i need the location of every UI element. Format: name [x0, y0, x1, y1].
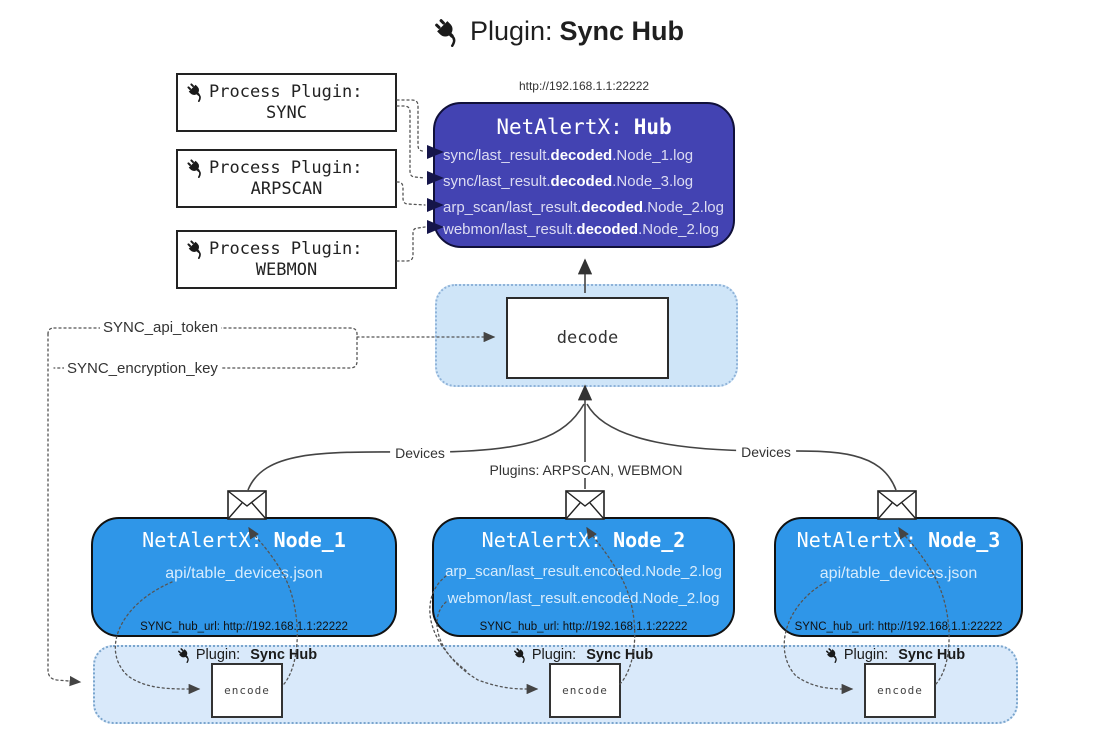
node-file: api/table_devices.json — [165, 565, 323, 582]
envelope-icon — [227, 490, 267, 520]
process-plugin-name: SYNC — [266, 103, 307, 123]
process-plugin-label: Process Plugin: — [209, 239, 363, 259]
devices-edge-label-right: Devices — [736, 444, 796, 460]
band-plugin-label: Plugin: Sync Hub — [513, 647, 653, 663]
page-title: Plugin: Sync Hub — [0, 16, 1117, 47]
node-hub-url: SYNC_hub_url: http://192.168.1.1:22222 — [794, 621, 1003, 633]
node-box-2: NetAlertX:Node_2 arp_scan/last_result.en… — [432, 517, 735, 637]
title-name: Sync Hub — [559, 16, 685, 46]
node-title: NetAlertX:Node_1 — [142, 528, 346, 552]
plugins-edge-label: Plugins: ARPSCAN, WEBMON — [484, 462, 688, 478]
plug-icon — [178, 648, 189, 663]
process-plugin-label: Process Plugin: — [209, 82, 363, 102]
process-plugin-box-sync: Process Plugin: SYNC — [176, 73, 397, 132]
process-plugin-label: Process Plugin: — [209, 158, 363, 178]
plug-icon — [187, 159, 201, 178]
sync-encryption-key-label: SYNC_encryption_key — [64, 360, 221, 377]
hub-box: NetAlertX:Hub sync/last_result.decoded.N… — [433, 102, 735, 248]
node-hub-url: SYNC_hub_url: http://192.168.1.1:22222 — [140, 621, 348, 633]
node-file: arp_scan/last_result.encoded.Node_2.log — [445, 563, 722, 580]
plug-icon — [187, 83, 201, 102]
node-title: NetAlertX:Node_2 — [481, 528, 686, 552]
process-plugin-box-webmon: Process Plugin: WEBMON — [176, 230, 397, 289]
hub-log-line: webmon/last_result.decoded.Node_2.log — [443, 221, 719, 238]
band-plugin-label: Plugin: Sync Hub — [825, 647, 965, 663]
hub-log-line: sync/last_result.decoded.Node_1.log — [443, 147, 694, 164]
title-prefix: Plugin: — [469, 16, 553, 46]
hub-url-label: http://192.168.1.1:22222 — [518, 79, 650, 93]
encode-box: encode — [549, 663, 621, 718]
plug-icon — [187, 240, 201, 259]
node-box-3: NetAlertX:Node_3 api/table_devices.json … — [774, 517, 1023, 637]
node-box-1: NetAlertX:Node_1 api/table_devices.json … — [91, 517, 397, 637]
plug-icon — [514, 648, 525, 663]
encode-box: encode — [864, 663, 936, 718]
devices-edge-label-left: Devices — [390, 445, 450, 461]
process-plugin-name: WEBMON — [255, 260, 318, 280]
decode-container: decode — [435, 284, 738, 387]
node-hub-url: SYNC_hub_url: http://192.168.1.1:22222 — [479, 621, 688, 633]
decode-box: decode — [506, 297, 669, 379]
hub-log-line: arp_scan/last_result.decoded.Node_2.log — [443, 199, 724, 216]
node-title: NetAlertX:Node_3 — [796, 528, 1001, 552]
envelope-icon — [565, 490, 605, 520]
node-file: api/table_devices.json — [819, 565, 978, 582]
sync-api-token-label: SYNC_api_token — [100, 319, 222, 336]
sync-plugin-band: Plugin: Sync Hub Plugin: Sync Hub Plugin… — [93, 645, 1018, 724]
encode-box: encode — [211, 663, 283, 718]
process-plugin-name: ARPSCAN — [250, 179, 323, 199]
plug-icon — [435, 18, 456, 47]
envelope-icon — [877, 490, 917, 520]
band-plugin-label: Plugin: Sync Hub — [177, 647, 317, 663]
node-file: webmon/last_result.encoded.Node_2.log — [447, 590, 720, 607]
decode-label: decode — [556, 328, 619, 348]
process-plugin-box-arpscan: Process Plugin: ARPSCAN — [176, 149, 397, 208]
hub-title: NetAlertX:Hub — [496, 115, 672, 139]
hub-log-line: sync/last_result.decoded.Node_3.log — [443, 173, 694, 190]
plug-icon — [826, 648, 837, 663]
